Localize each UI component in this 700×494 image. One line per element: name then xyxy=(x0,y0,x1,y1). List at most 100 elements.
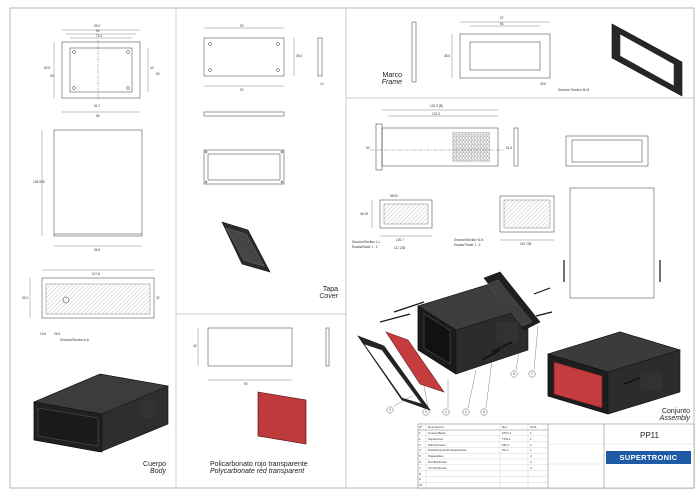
dim-body-8: 61.7 xyxy=(94,104,101,108)
dim-asm-3: 60 xyxy=(366,146,370,150)
dim-poly-1: 90 xyxy=(244,382,248,386)
title-block-cell: 1 xyxy=(530,442,532,447)
dim-cover-3: 39.4 xyxy=(296,54,303,58)
label-assembly: Conjunto Assembly xyxy=(630,408,690,423)
dim-body-3: 74.2 xyxy=(96,34,103,38)
dim-asm-1: 132.5 (B) xyxy=(430,104,444,108)
tb-h-desc: Descripción xyxy=(428,425,444,429)
dim-body-1: 99.2 xyxy=(94,24,101,28)
label-frame-es: Marco xyxy=(382,72,402,79)
title-block-cell: 4 xyxy=(419,448,421,453)
dim-poly-2: 42 xyxy=(193,344,197,348)
body-side-view xyxy=(41,129,143,247)
label-assembly-en: Assembly xyxy=(659,415,690,423)
dim-ll-3: 120.7 xyxy=(396,238,404,242)
section-ll-scale: Escala/Scale 1 : 2 xyxy=(352,245,378,249)
tb-h-qty: Cant. xyxy=(530,425,538,429)
dim-body-6: 60 xyxy=(156,72,160,76)
dim-frame-3: 38.6 xyxy=(444,54,451,58)
title-block-cell: 4 xyxy=(530,460,532,464)
tb-h-ref: Ref. xyxy=(502,425,508,429)
brand-name: SUPERTRONIC xyxy=(619,453,678,462)
balloon-1: 1 xyxy=(445,410,447,414)
dim-body-side-2: 94.6 xyxy=(94,248,101,252)
dim-frame-2: 94 xyxy=(500,22,504,26)
brand-logo: SUPERTRONIC xyxy=(606,451,691,464)
assembly-section-ll xyxy=(371,199,433,237)
body-top-view xyxy=(53,29,149,113)
dim-body-2: 92 xyxy=(96,29,100,33)
cover-side-view xyxy=(203,111,285,117)
assembly-front-section xyxy=(370,109,519,171)
cover-top-view xyxy=(203,27,323,87)
dim-body-side-1: 128.505 xyxy=(33,180,45,184)
dim-ll-2: 46.19 xyxy=(360,212,368,216)
title-block-cell: 8 xyxy=(419,471,421,476)
label-cover: Tapa Cover xyxy=(300,286,338,301)
title-block-cell: PC-1 xyxy=(502,448,509,453)
dim-sec-3: 39.2 xyxy=(22,296,29,300)
title-block-cell: Policarbonato/Polycarbonate xyxy=(428,448,467,453)
dim-nn-1: 110.705 xyxy=(520,242,532,246)
section-nn-scale: Escala/ Scale 1 : 2 xyxy=(454,243,481,247)
label-body: Cuerpo Body xyxy=(110,461,166,476)
balloon-leaders xyxy=(393,325,539,409)
title-block-cell: 5 xyxy=(419,454,421,459)
title-block-grid xyxy=(418,424,694,488)
label-polycarbonate: Policarbonato rojo transparente Polycarb… xyxy=(210,461,340,476)
assembly-section-nn xyxy=(499,195,555,241)
dim-ll-4: 117.236 xyxy=(394,246,406,250)
title-block-cell: Tornillo/Screw xyxy=(428,460,447,464)
part-number: PP11 xyxy=(640,431,659,440)
cover-front-view xyxy=(203,149,285,185)
title-block-cell: 7 xyxy=(419,465,421,470)
title-block-cell: 2 xyxy=(419,436,421,441)
label-body-es: Cuerpo xyxy=(143,461,166,468)
title-block-cell: 4 xyxy=(530,454,532,459)
polycarbonate-isometric xyxy=(257,391,307,445)
label-frame-en: Frame xyxy=(381,79,402,87)
title-block-cell: Tornillo/Screw xyxy=(428,465,447,470)
title-block-cell: 6 xyxy=(419,460,421,464)
dim-ll-1: 86.92 xyxy=(390,194,398,198)
label-cover-en: Cover xyxy=(319,293,338,301)
frame-isometric xyxy=(611,23,683,97)
dim-frame-4: 42.6 xyxy=(540,82,547,86)
exploded-assembly xyxy=(357,271,553,411)
dim-asm-2: 122.5 xyxy=(432,112,440,116)
label-body-en: Body xyxy=(150,468,166,476)
dim-sec-5: 10.6 xyxy=(40,332,47,336)
label-poly-es: Policarbonato rojo transparente xyxy=(210,461,308,468)
polycarbonate-front-view xyxy=(197,327,330,381)
title-block-cell: 1 xyxy=(530,448,532,453)
dim-body-4: 80.5 xyxy=(44,66,51,70)
title-block-cell: Pasacables xyxy=(428,454,444,459)
label-poly-en: Polycarbonate red transparent xyxy=(210,468,305,476)
dim-body-9: 96 xyxy=(96,114,100,118)
label-assembly-es: Conjunto xyxy=(661,408,690,415)
balloon-7: 7 xyxy=(531,372,533,376)
sheet-border xyxy=(9,7,695,489)
body-section-aa xyxy=(29,269,155,319)
assembly-end-view xyxy=(565,135,649,167)
label-frame: Marco Frame xyxy=(362,72,402,87)
balloon-5: 5 xyxy=(513,372,515,376)
title-block-cell: MR-1 xyxy=(502,442,510,447)
title-block-cell: 1 xyxy=(530,431,532,435)
section-nn-label: Sección/Section N-N xyxy=(454,238,484,242)
frame-front-view xyxy=(451,21,551,79)
label-cover-es: Tapa xyxy=(322,286,338,293)
dim-cover-4: 14 xyxy=(320,82,324,86)
title-block-cell: 2 xyxy=(530,465,532,470)
title-block-cell: 10 xyxy=(419,483,423,488)
title-block-cell: Tapa/Cover xyxy=(428,436,444,441)
title-block-cell: 1 xyxy=(530,436,532,441)
assembled-isometric xyxy=(546,331,682,415)
dim-cover-2: 92 xyxy=(240,88,244,92)
title-block-cell: Cuerpo/Body xyxy=(428,431,446,435)
title-block-cell: TPR-1 xyxy=(502,436,511,441)
dim-cover-1: 90 xyxy=(240,24,244,28)
dim-sec-4: 26.5 xyxy=(54,332,61,336)
